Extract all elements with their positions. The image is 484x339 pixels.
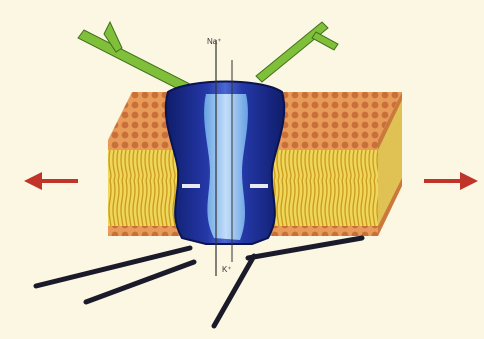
top-ion-label: Na⁺ xyxy=(207,37,221,46)
channel-protein xyxy=(166,82,284,245)
channel-pore xyxy=(204,94,248,240)
bottom-ion-label: K⁺ xyxy=(222,265,232,274)
